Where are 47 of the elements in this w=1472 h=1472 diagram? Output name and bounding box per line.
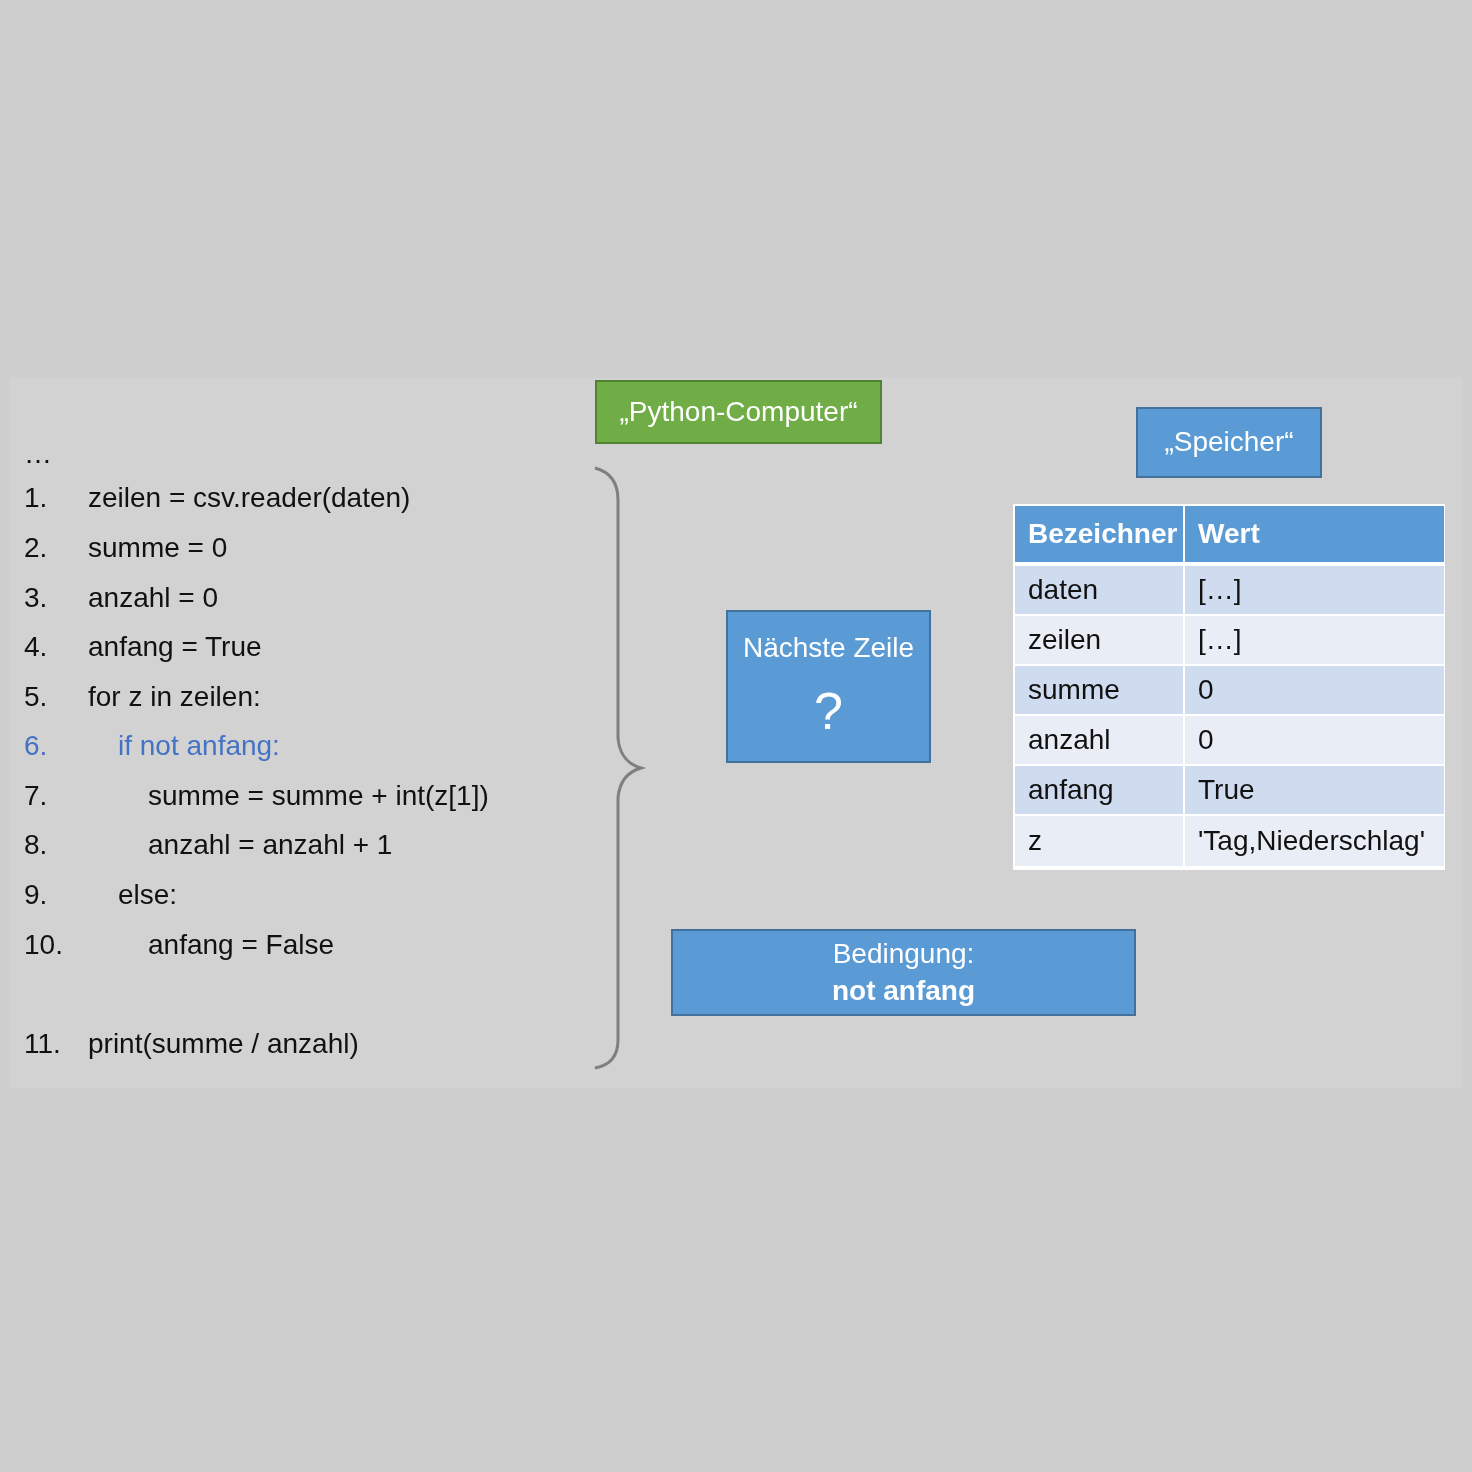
table-cell: […] bbox=[1185, 566, 1444, 614]
question-mark: ? bbox=[814, 681, 843, 743]
label-box bbox=[595, 380, 882, 444]
table-cell: daten bbox=[1015, 566, 1183, 614]
code-line: anfang = False bbox=[148, 931, 335, 959]
condition-box bbox=[671, 929, 1136, 1016]
column-header: Bezeichner bbox=[1015, 506, 1183, 562]
line-number: 5. bbox=[24, 683, 48, 711]
code-line: summe = summe + int(z[1]) bbox=[148, 782, 489, 810]
table-cell: anzahl bbox=[1015, 716, 1183, 764]
table-cell: zeilen bbox=[1015, 616, 1183, 664]
table-cell: True bbox=[1185, 766, 1444, 814]
code-line: anzahl = anzahl + 1 bbox=[148, 831, 393, 859]
code-line: if not anfang: bbox=[118, 732, 280, 760]
line-number: 10. bbox=[24, 931, 63, 959]
box-label: not anfang bbox=[831, 973, 976, 1008]
column-header: Wert bbox=[1185, 506, 1444, 562]
table-cell: anfang bbox=[1015, 766, 1183, 814]
box-label: Bedingung: bbox=[832, 937, 975, 972]
code-line: zeilen = csv.reader(daten) bbox=[88, 484, 411, 512]
label-box bbox=[1136, 407, 1322, 478]
line-number: 8. bbox=[24, 831, 48, 859]
line-number: 7. bbox=[24, 782, 48, 810]
table-cell: 0 bbox=[1185, 716, 1444, 764]
code-line: else: bbox=[118, 881, 178, 909]
box-label: Nächste Zeile bbox=[742, 631, 915, 665]
ellipsis: … bbox=[24, 440, 52, 468]
table-cell: 0 bbox=[1185, 666, 1444, 714]
process-box bbox=[726, 610, 931, 763]
table-cell: z bbox=[1015, 816, 1183, 866]
code-line: anfang = True bbox=[88, 633, 262, 661]
code-line: print(summe / anzahl) bbox=[88, 1030, 359, 1058]
code-line: summe = 0 bbox=[88, 534, 228, 562]
line-number: 4. bbox=[24, 633, 48, 661]
table-cell: […] bbox=[1185, 616, 1444, 664]
line-number: 9. bbox=[24, 881, 48, 909]
line-number: 3. bbox=[24, 584, 48, 612]
code-line: for z in zeilen: bbox=[88, 683, 261, 711]
table-cell: 'Tag,Niederschlag' bbox=[1185, 816, 1444, 866]
code-line: anzahl = 0 bbox=[88, 584, 218, 612]
box-label: „Speicher“ bbox=[1164, 425, 1294, 460]
line-number: 6. bbox=[24, 732, 48, 760]
line-number: 2. bbox=[24, 534, 48, 562]
table-cell: summe bbox=[1015, 666, 1183, 714]
line-number: 1. bbox=[24, 484, 48, 512]
box-label: „Python-Computer“ bbox=[619, 394, 858, 429]
line-number: 11. bbox=[24, 1030, 61, 1058]
